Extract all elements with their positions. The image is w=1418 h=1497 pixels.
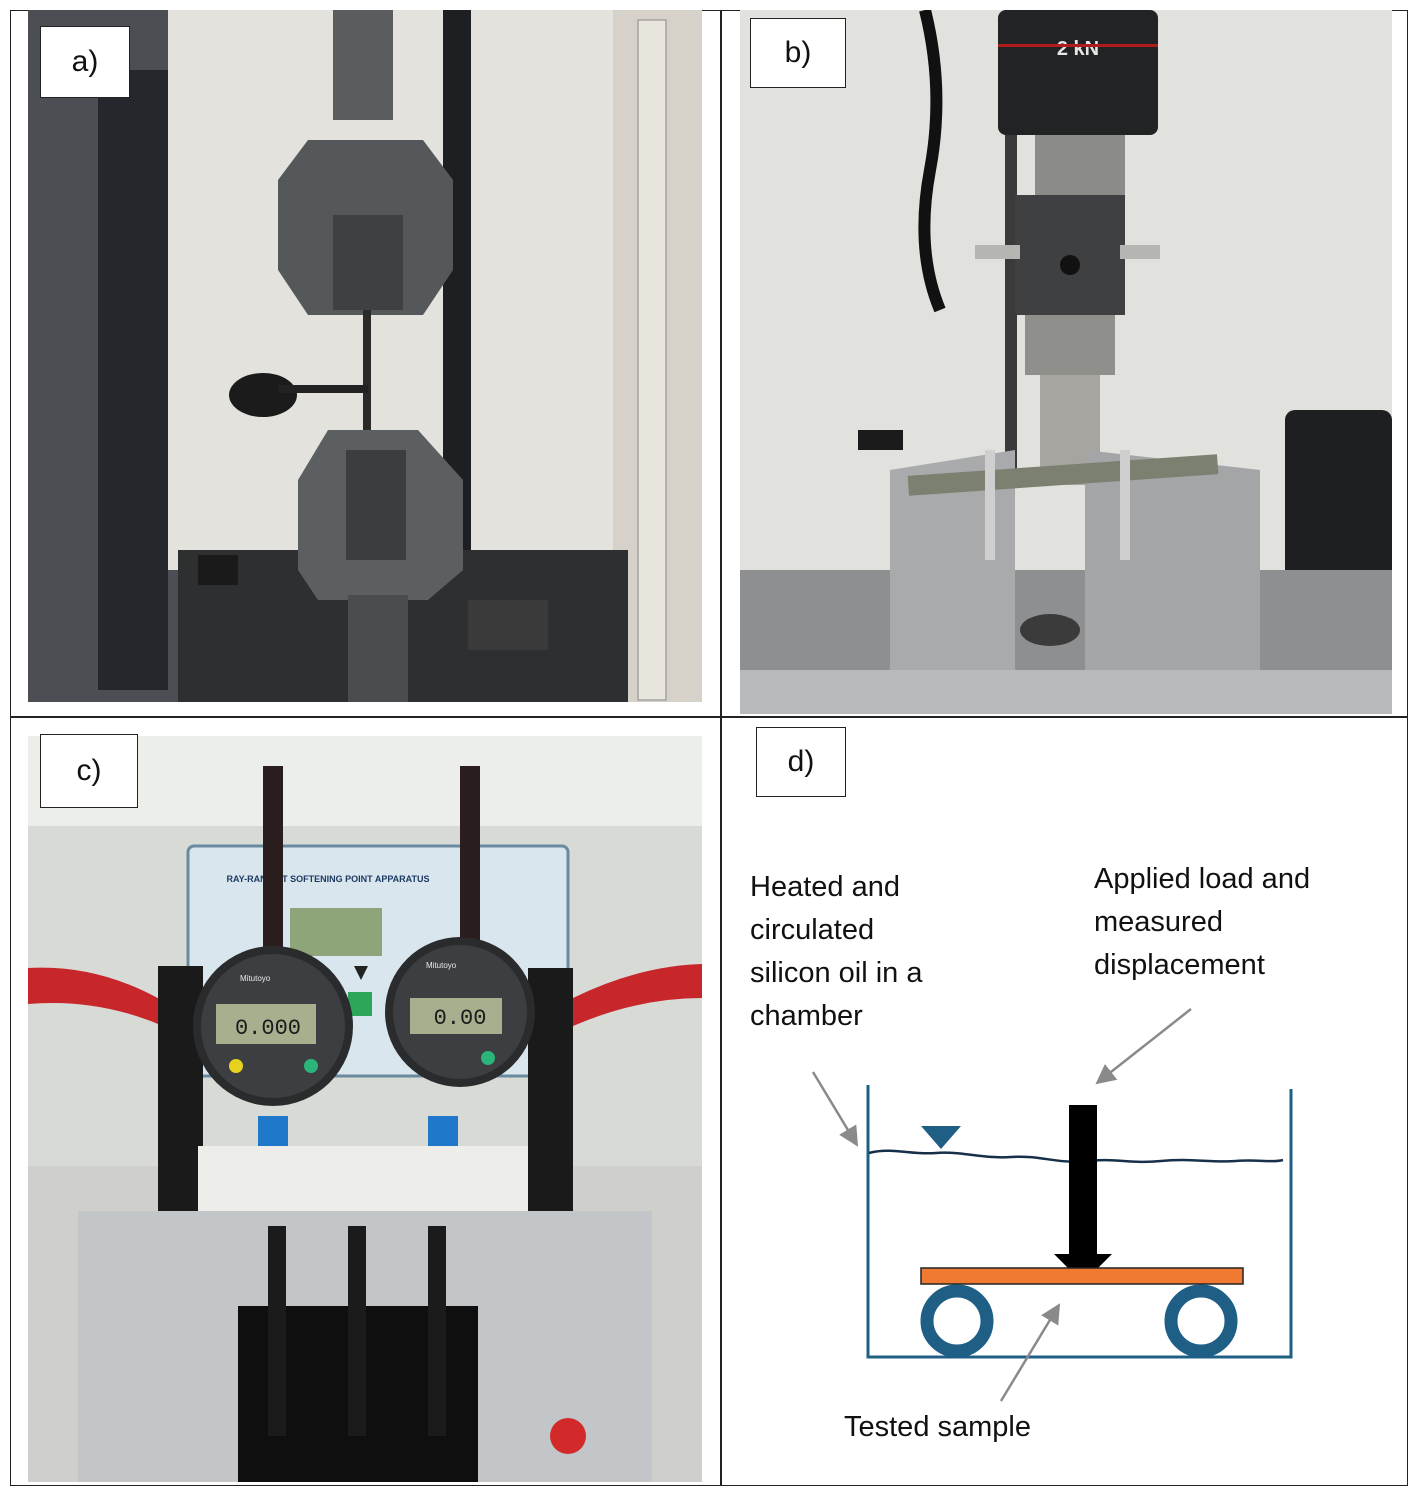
figure-frame [10, 10, 1408, 1486]
panel-a-label: a) [40, 26, 130, 98]
applied-load-note: Applied load and measured displacement [1094, 863, 1311, 981]
panel-d-label: d) [756, 727, 846, 797]
panel-divider-horizontal [10, 716, 1408, 718]
load-arrow-shaft [1069, 1105, 1097, 1255]
apparatus-text: RAY-RAN HDT SOFTENING POINT APPARATUS [226, 874, 429, 884]
oil-chamber [866, 1085, 1293, 1359]
tested-sample [920, 1267, 1244, 1285]
panel-d-label-text: d) [787, 745, 815, 778]
gauge-left-brand: Mitutoyo [240, 974, 271, 983]
load-leader-arrow [1095, 1008, 1192, 1085]
panel-b-label-text: b) [784, 36, 812, 69]
panel-b-label: b) [750, 18, 846, 88]
gauge-right-reading: 0.00 [434, 1006, 487, 1031]
load-cell-text: 2 kN [1057, 38, 1099, 60]
tested-sample-note: Tested sample [844, 1411, 1031, 1443]
right-support [1164, 1284, 1238, 1358]
gauge-right-brand: Mitutoyo [426, 961, 457, 970]
panel-b-photo: 2 kN [740, 10, 1392, 714]
oil-leader-arrow [811, 1071, 859, 1147]
panel-c-photo: RAY-RAN HDT SOFTENING POINT APPARATUS 0.… [28, 736, 702, 1482]
panel-c-label-text: c) [76, 754, 102, 787]
left-support [920, 1284, 994, 1358]
panel-d-diagram [721, 717, 1407, 1485]
panel-a-label-text: a) [71, 45, 99, 78]
panel-c-label: c) [40, 734, 138, 808]
sample-leader-arrow [999, 1303, 1061, 1402]
panel-divider-vertical [720, 10, 722, 1486]
oil-chamber-note: Heated and circulated silicon oil in a c… [750, 871, 923, 1032]
gauge-left-reading: 0.000 [235, 1016, 301, 1041]
panel-a-photo [28, 10, 702, 702]
free-surface-marker [921, 1126, 961, 1149]
